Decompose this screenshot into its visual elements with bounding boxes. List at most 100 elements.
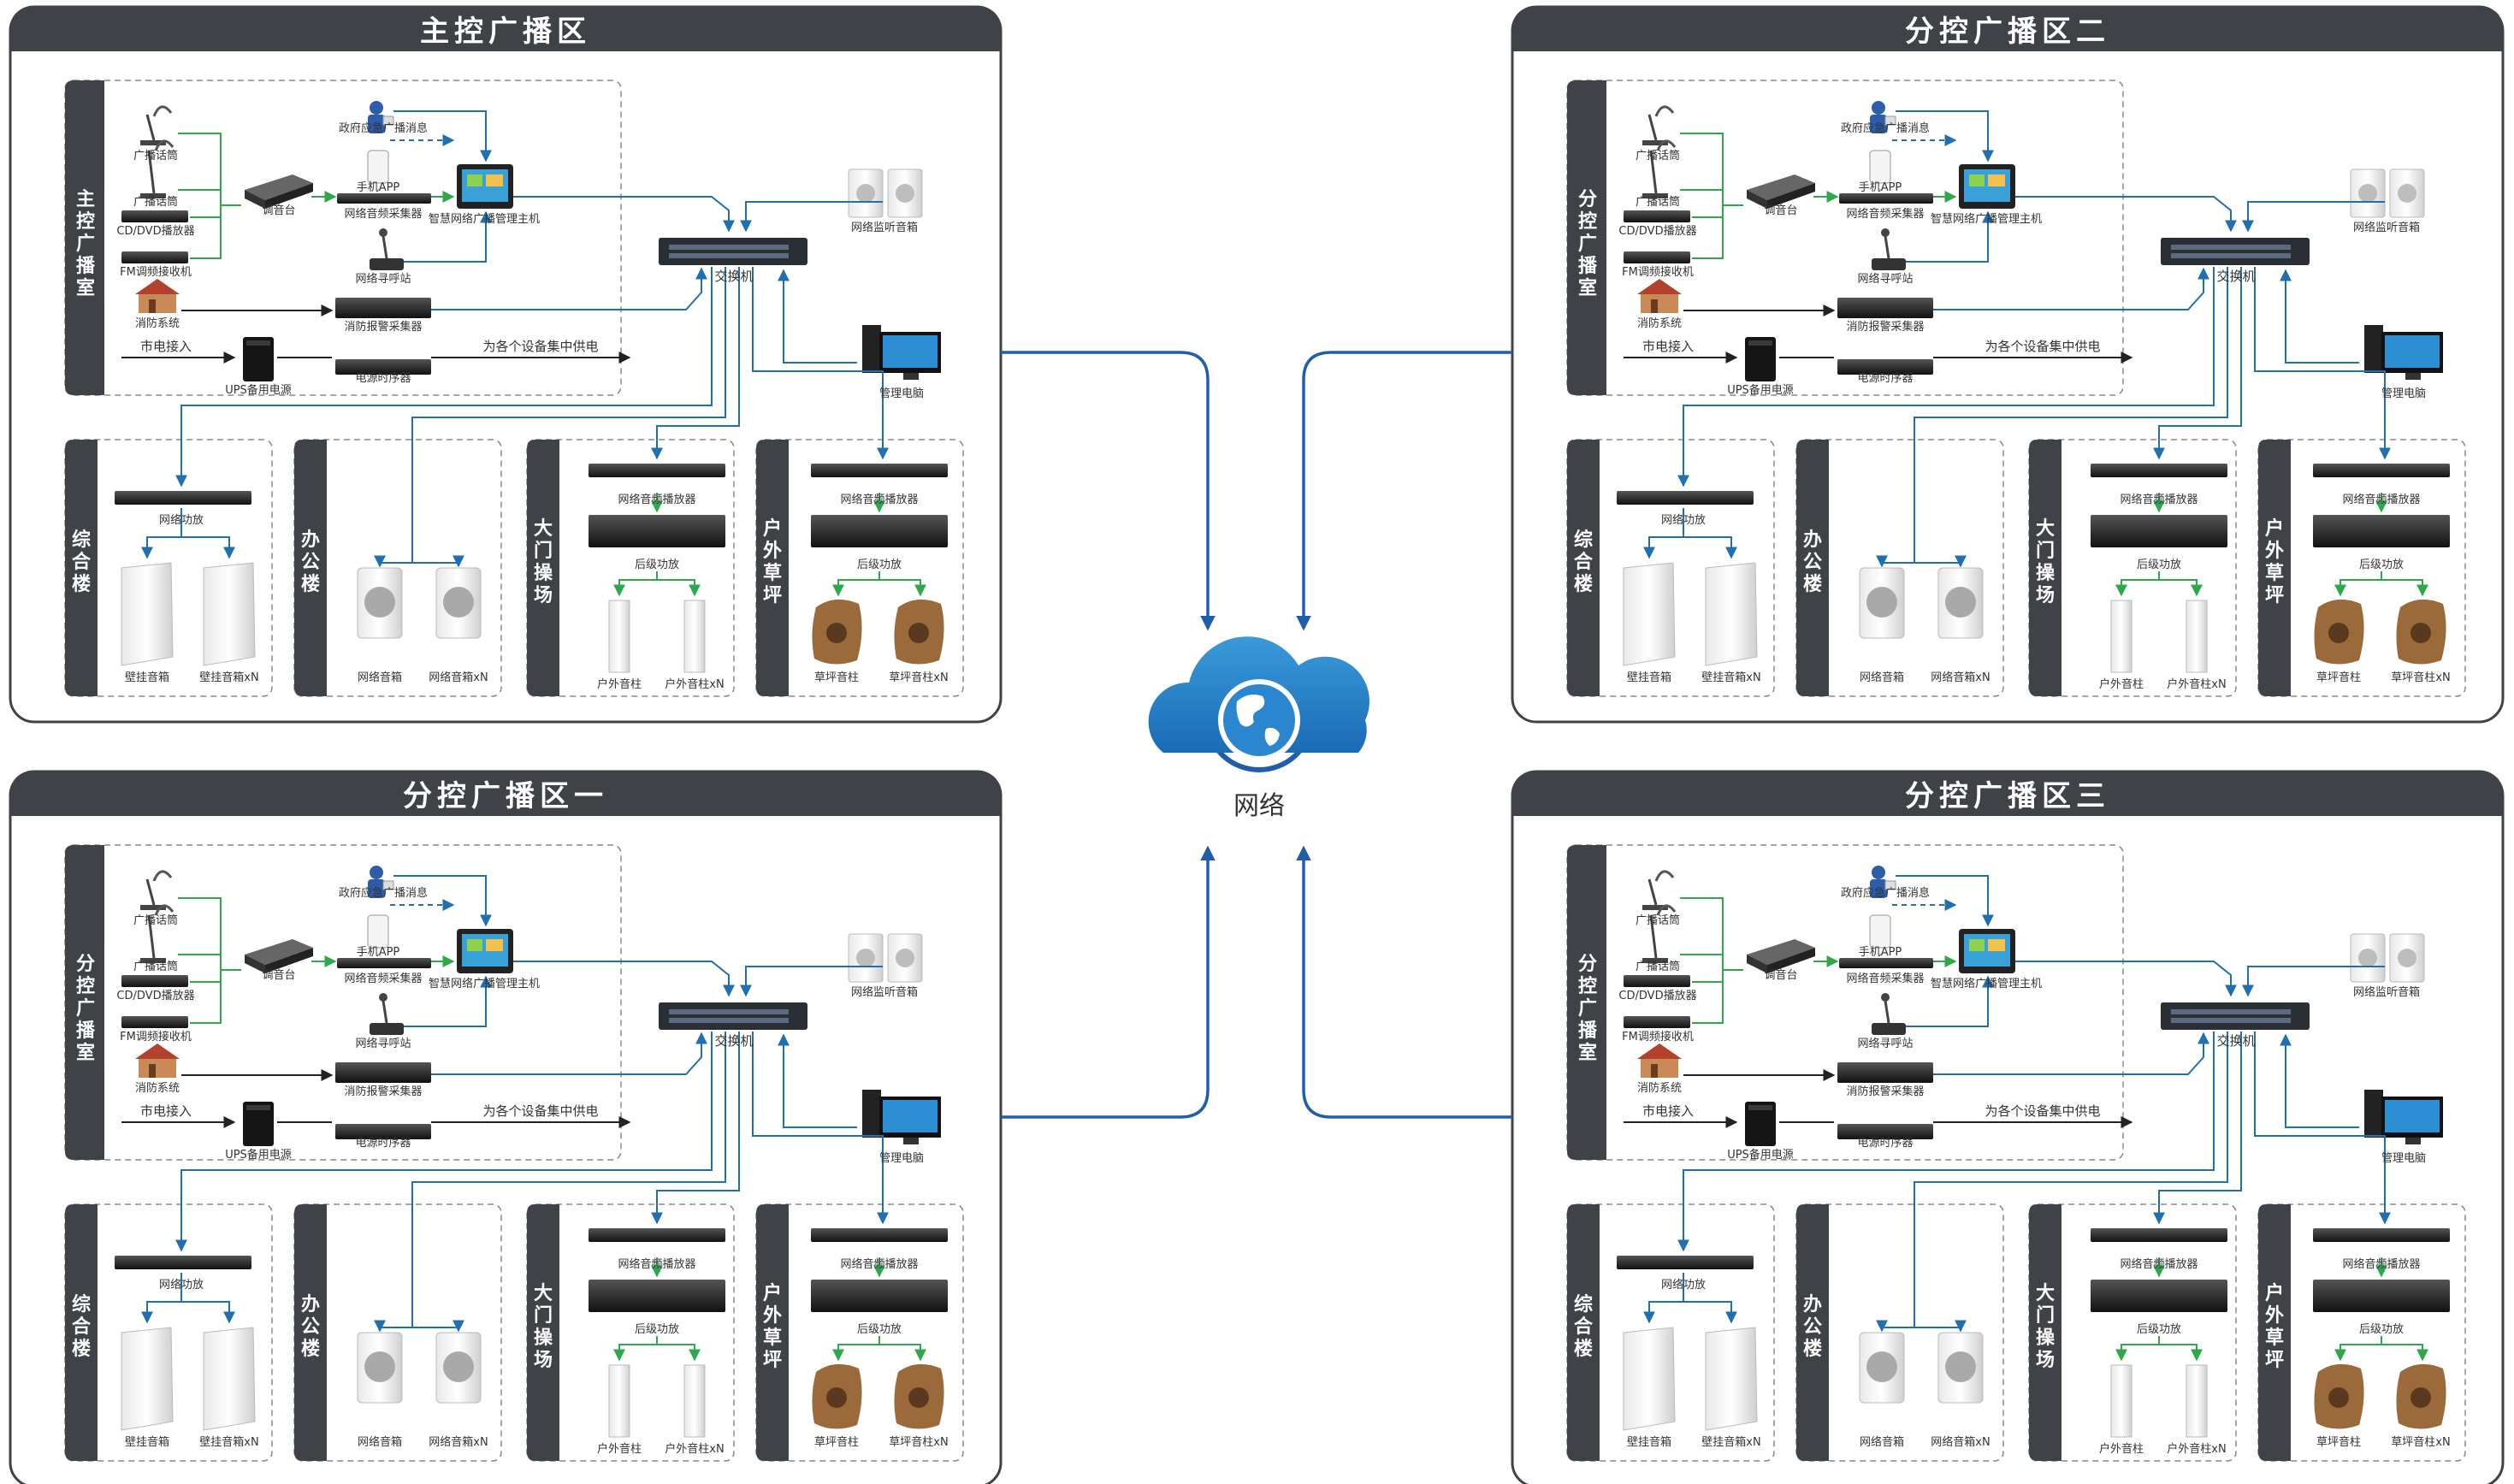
device-label: UPS备用电源: [225, 1148, 292, 1162]
device-label: 壁挂音箱: [125, 1435, 169, 1449]
device-label: 消防系统: [135, 1081, 180, 1095]
device-label: 手机APP: [1859, 181, 1902, 194]
zone-box: [2257, 1203, 2466, 1462]
device-label: 网络寻呼站: [355, 272, 411, 286]
device-label: FM调频接收机: [1622, 265, 1694, 279]
zone-label: 大门操场: [534, 518, 553, 606]
zone-label-bar: [1796, 440, 1829, 696]
region-panel: 主控广播区主控广播室综合楼办公楼大门操场户外草坪广播话筒广播话筒CD/DVD播放…: [9, 5, 1003, 724]
device-label: 广播话筒: [1636, 913, 1680, 927]
device-label: 政府应急广播消息: [1841, 886, 1930, 900]
device-label: 网络音箱xN: [429, 1435, 488, 1449]
device-label: 壁挂音箱xN: [199, 1435, 258, 1449]
device-label: 后级功放: [2359, 1323, 2404, 1336]
device-label: 网络功放: [159, 513, 204, 527]
device-label: 政府应急广播消息: [339, 121, 428, 135]
device-label: 网络监听音箱: [851, 985, 918, 999]
device-label: 管理电脑: [879, 387, 924, 400]
zone-label: 户外草坪: [763, 1282, 782, 1371]
device-label: 消防报警采集器: [1846, 320, 1924, 334]
device-label: 政府应急广播消息: [339, 886, 428, 900]
zone-label-bar: [65, 440, 98, 696]
device-label: UPS备用电源: [225, 383, 292, 397]
device-label: 网络音频采集器: [1846, 207, 1924, 221]
device-label: 消防报警采集器: [1846, 1085, 1924, 1098]
device-label: 为各个设备集中供电: [1985, 1103, 2100, 1119]
zone-box: [526, 1203, 735, 1462]
zone-label-bar: [527, 1204, 559, 1461]
zone-label-bar: [2258, 1204, 2291, 1461]
device-label: 后级功放: [857, 1323, 902, 1336]
room-label-bar: [1567, 845, 1606, 1160]
region-panel: 分控广播区一分控广播室综合楼办公楼大门操场户外草坪广播话筒广播话筒CD/DVD播…: [9, 770, 1003, 1484]
device-label: 网络音箱: [1860, 671, 1904, 684]
zone-label-bar: [294, 440, 327, 696]
device-label: 壁挂音箱: [125, 671, 169, 684]
zone-label-bar: [756, 1204, 789, 1461]
device-label: 草坪音柱: [2316, 1435, 2361, 1449]
device-label: 智慧网络广播管理主机: [1931, 977, 2042, 990]
device-label: 广播话筒: [133, 149, 178, 163]
room-label-bar: [65, 80, 104, 395]
zone-label: 办公楼: [301, 1294, 320, 1360]
device-label: 市电接入: [1642, 339, 1694, 354]
device-label: 政府应急广播消息: [1841, 121, 1930, 135]
region-title: 分控广播区三: [1905, 779, 2110, 813]
device-label: 草坪音柱xN: [2391, 671, 2450, 684]
zone-box: [1566, 439, 1775, 697]
device-label: 草坪音柱: [2316, 671, 2361, 684]
device-label: 电源时序器: [1857, 372, 1913, 385]
device-label: 网络寻呼站: [1857, 272, 1913, 286]
device-label: 后级功放: [635, 1323, 679, 1336]
device-label: 网络音箱: [1860, 1435, 1904, 1449]
zone-box: [755, 439, 964, 697]
device-label: 手机APP: [357, 181, 400, 194]
region-title: 主控广播区: [420, 15, 591, 49]
device-label: 户外音柱xN: [2167, 1442, 2226, 1456]
device-label: 壁挂音箱: [1627, 1435, 1671, 1449]
device-label: 后级功放: [857, 559, 902, 571]
device-label: 户外音柱xN: [665, 677, 724, 691]
device-label: 网络音频播放器: [618, 493, 695, 506]
device-label: 消防系统: [1637, 316, 1682, 330]
zone-box: [1795, 439, 2004, 697]
device-label: 管理电脑: [879, 1152, 924, 1165]
region-header: [10, 7, 1001, 51]
device-label: 市电接入: [1642, 1103, 1694, 1119]
zone-label-bar: [294, 1204, 327, 1461]
device-label: 市电接入: [140, 339, 192, 354]
zone-box: [64, 439, 273, 697]
device-label: 网络音箱xN: [429, 671, 488, 684]
device-label: 后级功放: [2359, 559, 2404, 571]
room-label: 主控广播室: [76, 189, 96, 299]
room-label-bar: [1567, 80, 1606, 395]
network-link: [1001, 351, 1512, 1119]
device-label: 电源时序器: [355, 1137, 411, 1150]
zone-label: 大门操场: [2036, 1283, 2056, 1371]
region-title: 分控广播区二: [1905, 15, 2110, 49]
device-label: 网络音频播放器: [840, 1257, 918, 1271]
device-label: 网络音箱: [358, 671, 402, 684]
device-label: 调音台: [1764, 968, 1797, 982]
device-label: 户外音柱xN: [665, 1442, 724, 1456]
device-label: 管理电脑: [2381, 1152, 2426, 1165]
region-title: 分控广播区一: [403, 779, 608, 813]
room-label-bar: [65, 845, 104, 1160]
device-label: 壁挂音箱xN: [1701, 671, 1760, 684]
device-label: 为各个设备集中供电: [482, 1103, 598, 1119]
zone-box: [293, 439, 502, 697]
device-label: 网络音频播放器: [2342, 1257, 2420, 1271]
device-label: 网络音频采集器: [1846, 972, 1924, 985]
device-label: 为各个设备集中供电: [1985, 339, 2100, 354]
device-label: 网络音频播放器: [2120, 493, 2198, 506]
zone-label-bar: [756, 440, 789, 696]
device-label: 智慧网络广播管理主机: [429, 212, 540, 226]
device-label: 壁挂音箱xN: [1701, 1435, 1760, 1449]
device-label: 调音台: [1764, 204, 1797, 217]
device-label: 网络寻呼站: [1857, 1037, 1913, 1050]
zone-box: [526, 439, 735, 697]
zone-box: [2028, 439, 2237, 697]
device-label: 消防系统: [135, 316, 180, 330]
zone-label: 办公楼: [301, 529, 320, 595]
